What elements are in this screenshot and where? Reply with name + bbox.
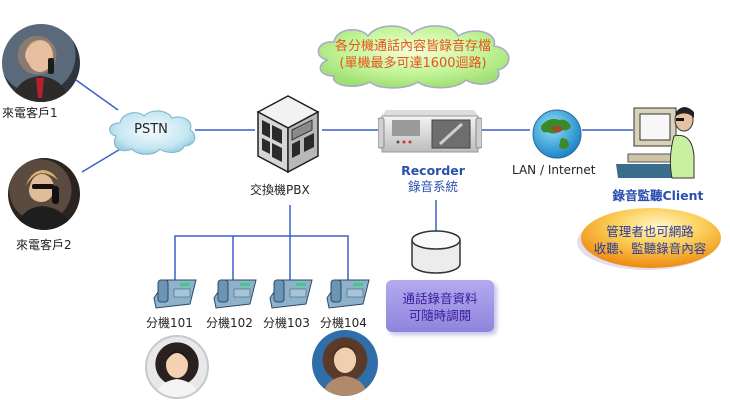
extension-phone-102	[212, 276, 258, 312]
recording-note-cloud: 各分機通話內容皆錄音存檔 (單機最多可達1600迴路)	[308, 20, 518, 90]
storage-note-line2: 可隨時調閱	[408, 308, 472, 323]
lan-globe	[531, 108, 583, 160]
caller2-avatar	[8, 158, 80, 230]
desk-phone-icon	[213, 279, 257, 309]
globe-icon	[532, 109, 582, 159]
desk-phone-icon	[269, 279, 313, 309]
desk-phone-icon	[153, 279, 197, 309]
extension-104-label: 分機104	[320, 316, 367, 330]
extension-phone-104	[325, 276, 371, 312]
agent2-avatar	[312, 330, 378, 396]
recorder-label: Recorder 錄音系統	[390, 163, 476, 195]
computer-user-icon	[616, 107, 695, 179]
desk-phone-icon	[326, 279, 370, 309]
lan-label: LAN / Internet	[512, 163, 596, 177]
extension-102-label: 分機102	[206, 316, 253, 330]
admin-note-line2: 收聽、監聽錄音內容	[593, 241, 707, 256]
extension-phone-103	[268, 276, 314, 312]
person-headset-icon	[155, 351, 199, 397]
cloud-note-line1: 各分機通話內容皆錄音存檔	[334, 39, 491, 54]
ellipse-shape-icon	[577, 208, 721, 270]
caller1-label: 來電客戶1	[2, 106, 58, 120]
person-phone-icon	[12, 40, 70, 102]
caller2-to-pstn-line	[81, 147, 123, 173]
person-headset-icon	[322, 346, 368, 396]
caller1-to-pstn-line	[75, 79, 119, 111]
extension-103-label: 分機103	[263, 316, 310, 330]
client-workstation	[614, 98, 696, 180]
pbx-server	[252, 92, 324, 174]
rack-server-icon	[377, 110, 483, 153]
server-cube-icon	[256, 95, 320, 174]
cloud-shape-icon	[317, 25, 510, 89]
admin-note-ellipse: 管理者也可網路 收聽、監聽錄音內容	[575, 204, 725, 274]
extension-bus-line	[174, 235, 349, 282]
database-cylinder-icon	[411, 230, 461, 274]
cloud-icon	[109, 110, 196, 155]
extension-phone-101	[152, 276, 198, 312]
pstn-cloud: PSTN	[104, 106, 198, 156]
storage-database	[408, 228, 464, 278]
person-phone-icon	[16, 170, 72, 230]
recorder-label-line2: 錄音系統	[407, 179, 458, 194]
recorder-device	[377, 104, 483, 154]
pbx-label: 交換機PBX	[250, 183, 310, 197]
client-label: 錄音監聽Client	[612, 188, 704, 203]
pstn-label: PSTN	[134, 122, 168, 137]
caller1-avatar	[2, 24, 80, 102]
storage-note-line1: 通話錄音資料	[402, 291, 478, 306]
caller2-label: 來電客戶2	[16, 238, 72, 252]
cloud-note-line2: (單機最多可達1600迴路)	[339, 56, 487, 71]
storage-note-box: 通話錄音資料 可隨時調閱	[386, 280, 494, 332]
admin-note-line1: 管理者也可網路	[606, 224, 694, 239]
recorder-label-line1: Recorder	[401, 163, 465, 178]
agent1-avatar	[145, 335, 209, 399]
extension-101-label: 分機101	[146, 316, 193, 330]
